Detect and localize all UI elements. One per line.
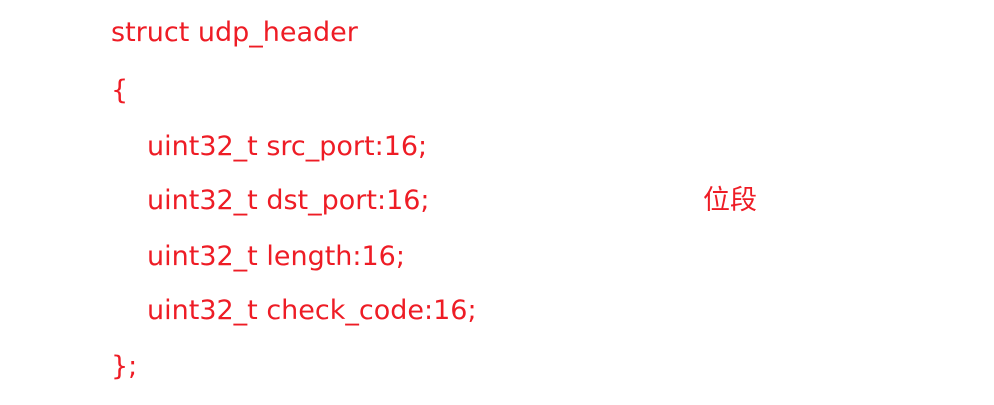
field-src-port-line: uint32_t src_port:16; [147, 131, 428, 162]
bitfield-annotation: 位段 [703, 185, 757, 216]
field-length-line: uint32_t length:16; [147, 241, 405, 272]
open-brace-line: { [111, 75, 129, 106]
close-brace-line: }; [111, 351, 138, 382]
field-dst-port-line: uint32_t dst_port:16; [147, 185, 430, 216]
struct-declaration-line: struct udp_header [111, 17, 358, 48]
field-check-code-line: uint32_t check_code:16; [147, 295, 477, 326]
